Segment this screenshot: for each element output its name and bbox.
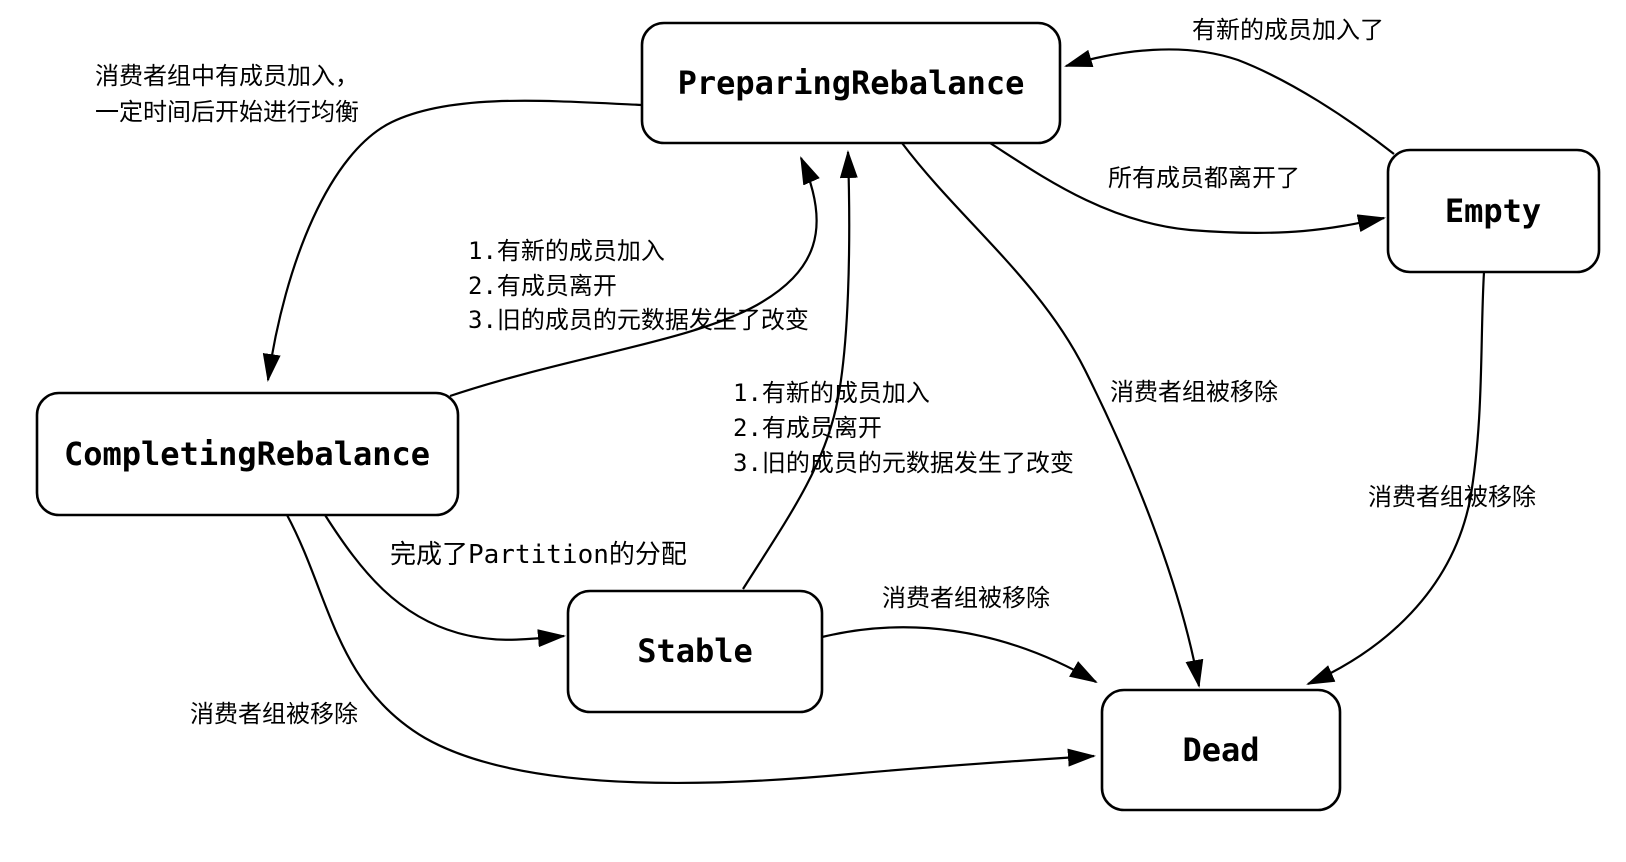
- state-node-dead: Dead: [1100, 688, 1342, 812]
- state-node-empty-label: Empty: [1445, 192, 1541, 230]
- state-node-completing-rebalance: CompletingRebalance: [35, 391, 460, 517]
- edge-label-group-removed-completing: 消费者组被移除: [190, 700, 358, 728]
- edge-label-all-members-left: 所有成员都离开了: [1108, 164, 1300, 192]
- edge-label-events-list2-line1: 1.有新的成员加入: [733, 379, 930, 407]
- edge-label-join-rebalance-line1: 消费者组中有成员加入，: [95, 62, 359, 90]
- state-node-empty-box: [1386, 148, 1601, 274]
- edge-completing-to-preparing: [449, 156, 820, 398]
- edge-label-join-rebalance-line2: 一定时间后开始进行均衡: [95, 98, 359, 126]
- state-node-stable-label: Stable: [637, 632, 753, 670]
- edge-label-events-list2-line3: 3.旧的成员的元数据发生了改变: [733, 449, 1074, 477]
- state-node-completing-rebalance-label: CompletingRebalance: [64, 435, 430, 473]
- edge-completing-to-dead: [286, 514, 1096, 785]
- edge-stable-to-dead: [821, 626, 1098, 684]
- edge-completing-to-stable: [324, 514, 566, 648]
- edge-stable-to-preparing: [742, 150, 858, 590]
- state-node-preparing-rebalance-box: [640, 21, 1062, 145]
- edge-preparing-to-empty: [989, 142, 1386, 235]
- edge-label-events-list1-line1: 1.有新的成员加入: [468, 237, 665, 265]
- edge-label-group-removed-empty: 消费者组被移除: [1368, 483, 1536, 511]
- edge-label-group-removed-stable: 消费者组被移除: [882, 584, 1050, 612]
- state-node-dead-box: [1100, 688, 1342, 812]
- state-node-completing-rebalance-box: [35, 391, 460, 517]
- edge-preparing-to-completing: [262, 99, 643, 382]
- edge-preparing-to-dead: [901, 142, 1204, 688]
- edge-label-group-removed-preparing: 消费者组被移除: [1110, 378, 1278, 406]
- edge-label-new-member-joined: 有新的成员加入了: [1192, 16, 1384, 44]
- state-node-stable-box: [566, 589, 824, 714]
- edge-label-events-list2-line2: 2.有成员离开: [733, 414, 882, 442]
- edge-label-events-list1-line2: 2.有成员离开: [468, 272, 617, 300]
- edge-label-events-list1-line3: 3.旧的成员的元数据发生了改变: [468, 306, 809, 334]
- state-node-preparing-rebalance-label: PreparingRebalance: [678, 64, 1025, 102]
- state-node-stable: Stable: [566, 589, 824, 714]
- state-node-empty: Empty: [1386, 148, 1601, 274]
- state-node-dead-label: Dead: [1182, 731, 1259, 769]
- edge-empty-to-preparing: [1064, 48, 1395, 155]
- state-node-preparing-rebalance: PreparingRebalance: [640, 21, 1062, 145]
- edge-empty-to-dead: [1306, 271, 1486, 686]
- edge-label-partition-assigned: 完成了Partition的分配: [390, 540, 687, 570]
